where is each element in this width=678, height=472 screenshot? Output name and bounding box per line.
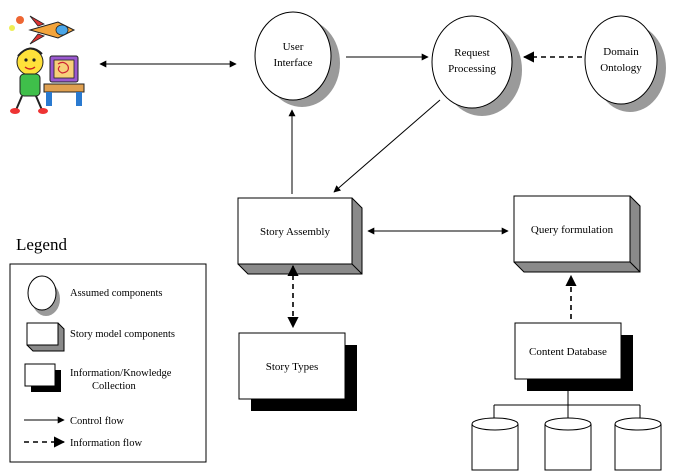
database-icon	[544, 417, 592, 471]
content-database-node: Content Database	[514, 322, 633, 391]
legend-info-collection-label-1: Information/Knowledge	[70, 368, 172, 379]
legend-story-model-label: Story model components	[70, 329, 175, 340]
legend-assumed-icon	[27, 275, 60, 316]
content-database-label: Content Database	[529, 346, 607, 358]
database-icon	[614, 417, 662, 471]
domain-ontology-node: Domain Ontology	[584, 15, 666, 112]
legend-story-model-icon	[26, 322, 65, 352]
legend-box: Assumed components Story model component…	[9, 263, 207, 463]
domain-ontology-label-1: Domain	[603, 46, 639, 58]
user-icon	[9, 15, 85, 114]
legend-title: Legend	[16, 235, 67, 254]
query-formulation-node: Query formulation	[513, 195, 641, 273]
story-types-node: Story Types	[238, 332, 357, 411]
user-interface-node: User Interface	[254, 11, 340, 107]
legend-control-flow-label: Control flow	[70, 416, 124, 427]
story-types-label: Story Types	[266, 361, 319, 373]
request-processing-label-2: Processing	[448, 63, 496, 75]
story-assembly-node: Story Assembly	[237, 197, 363, 275]
database-tree	[493, 391, 641, 420]
legend-info-collection-label-2: Collection	[92, 381, 136, 392]
request-processing-label-1: Request	[454, 47, 489, 59]
legend-info-collection-icon	[24, 363, 61, 392]
user-interface-label-1: User	[283, 41, 304, 53]
domain-ontology-label-2: Ontology	[600, 62, 642, 74]
legend-information-flow-label: Information flow	[70, 438, 142, 449]
legend-assumed-label: Assumed components	[70, 288, 162, 299]
query-formulation-label: Query formulation	[531, 224, 614, 236]
database-icon	[471, 417, 519, 471]
user-interface-label-2: Interface	[273, 57, 312, 69]
story-assembly-label: Story Assembly	[260, 226, 330, 238]
request-processing-node: Request Processing	[431, 15, 522, 116]
request-assembly-control-flow	[333, 99, 441, 193]
